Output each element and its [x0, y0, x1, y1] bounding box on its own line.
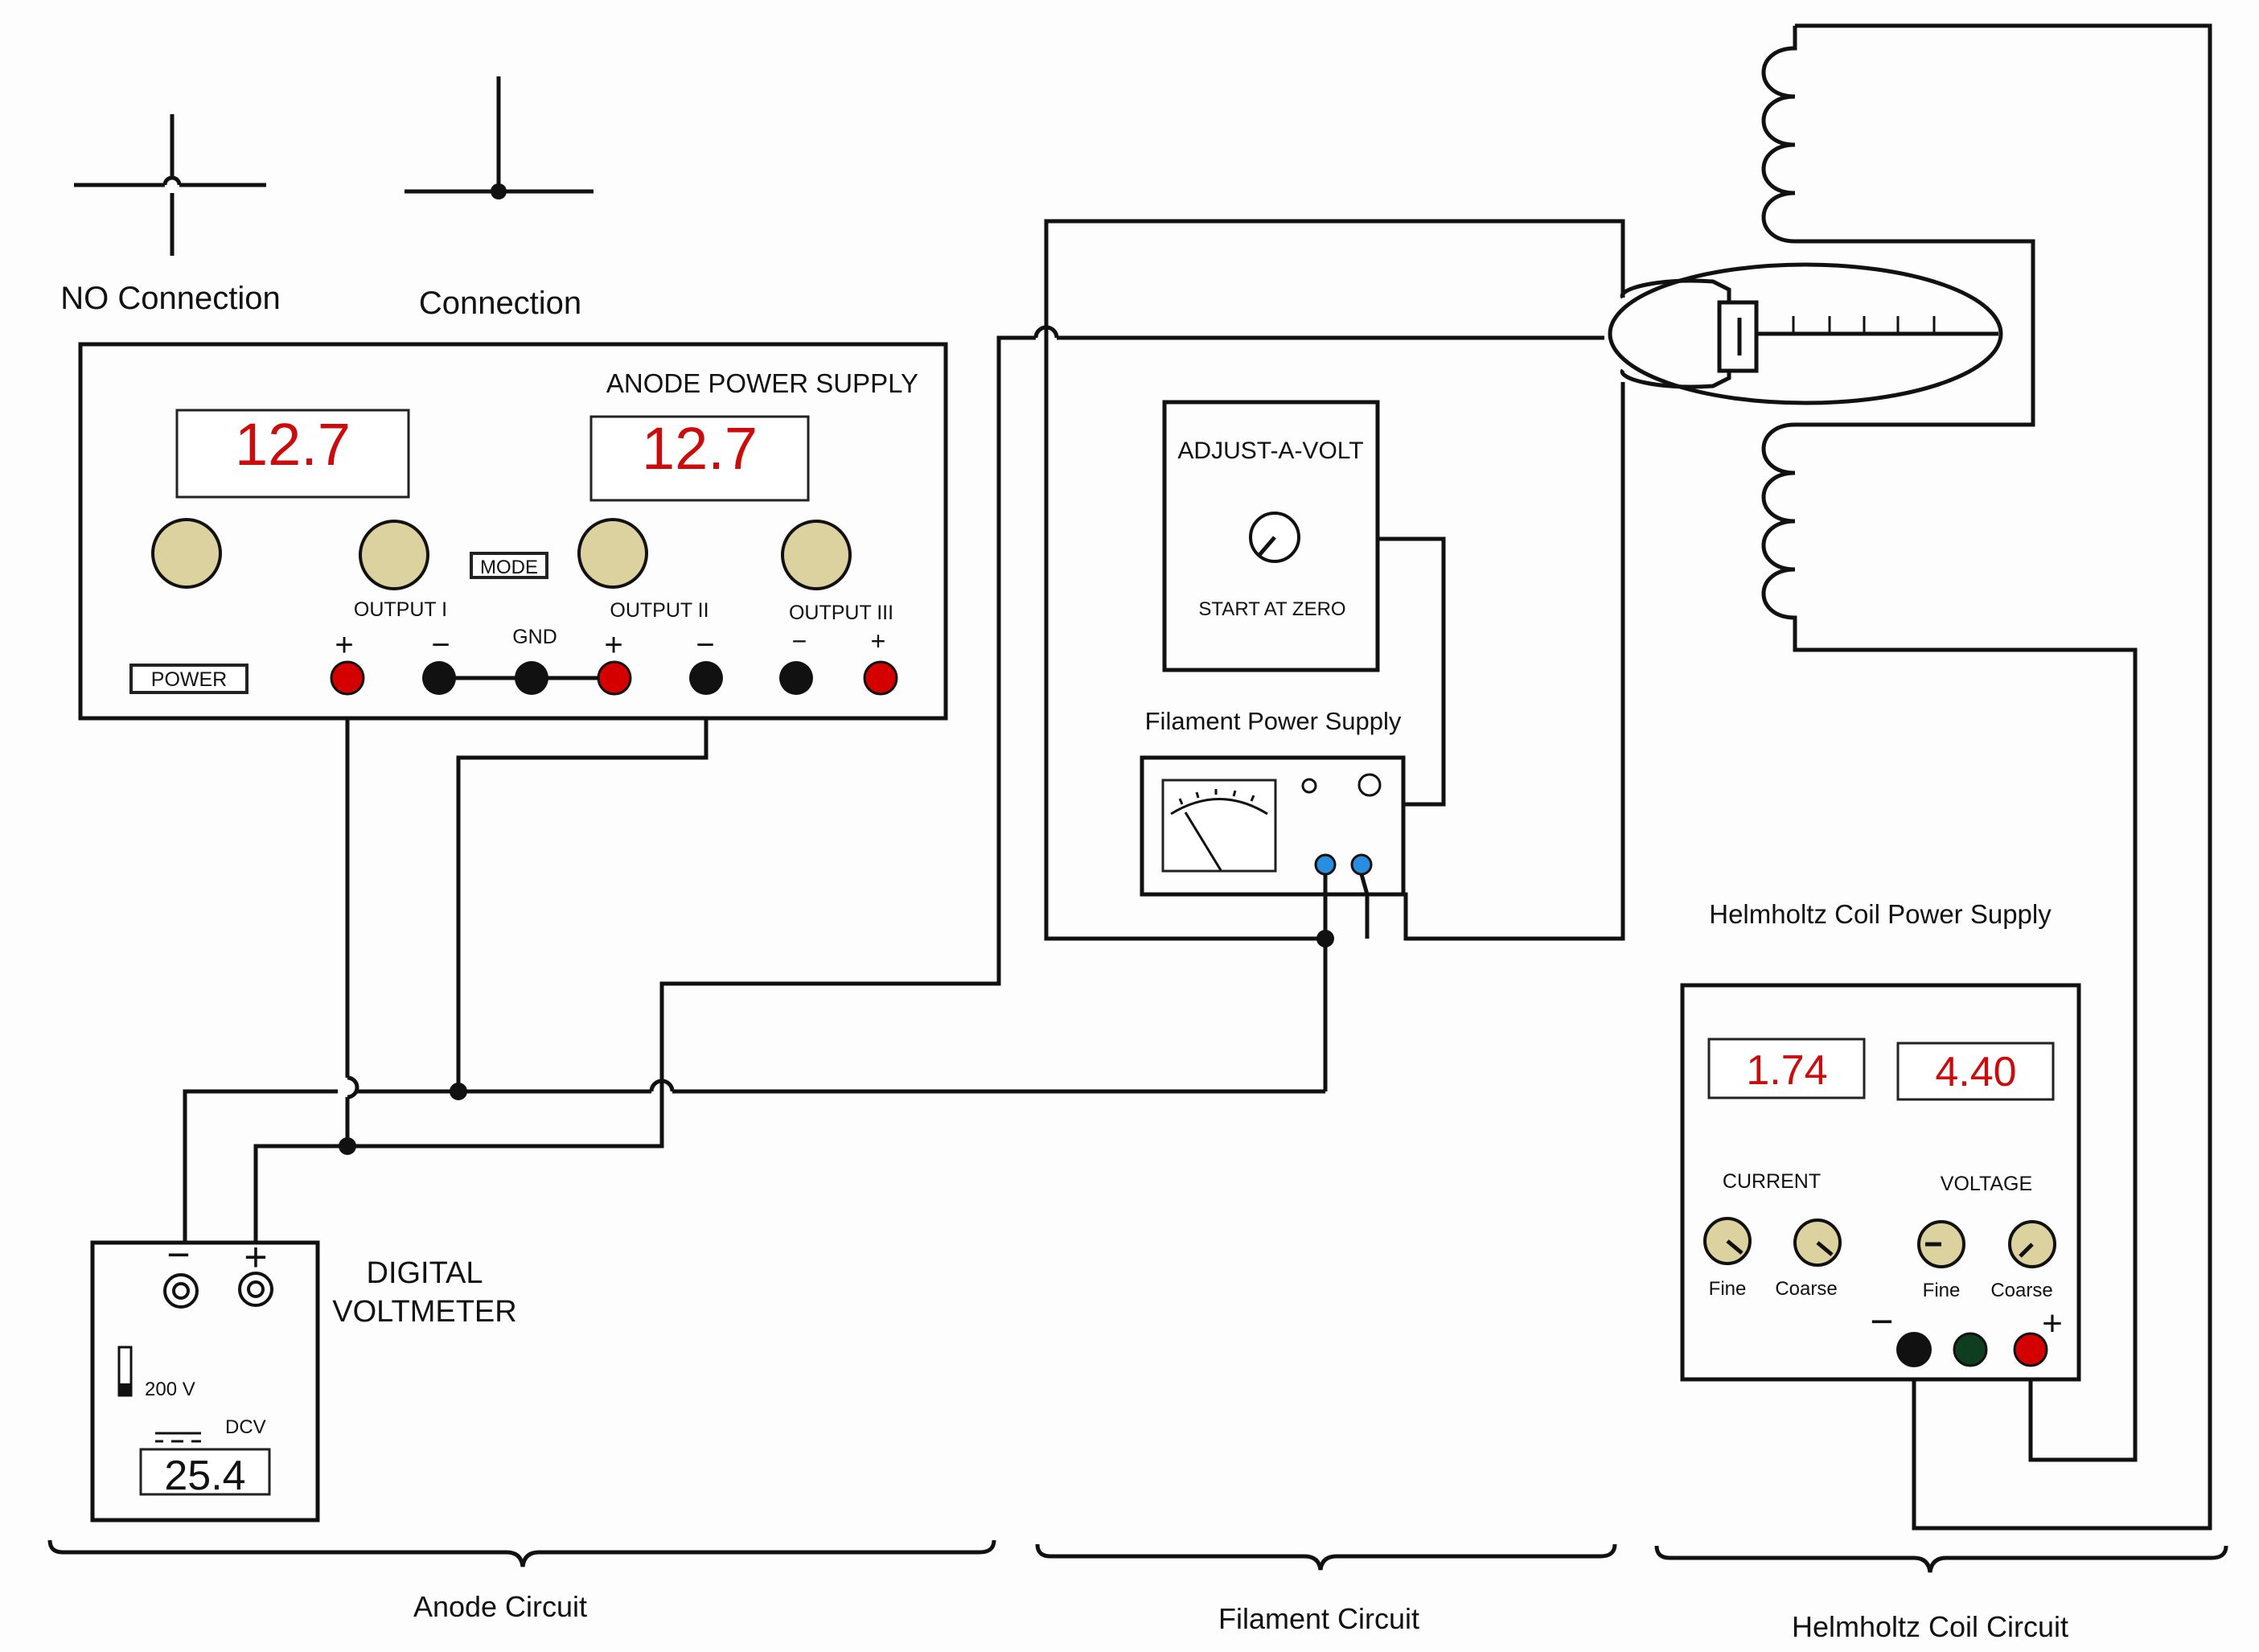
filament-terminal-left[interactable]: [1314, 853, 1337, 876]
current-fine-label: Fine: [1709, 1278, 1747, 1300]
output-1-minus-terminal[interactable]: [422, 661, 456, 695]
voltmeter-title-line2: VOLTMETER: [332, 1295, 516, 1329]
helmholtz-supply-title: Helmholtz Coil Power Supply: [1709, 899, 2052, 929]
junction-dot: [339, 1137, 356, 1155]
electron-tube: [1608, 262, 2003, 405]
anode-supply-title: ANODE POWER SUPPLY: [606, 368, 918, 398]
anode-circuit-brace: [47, 1539, 996, 1568]
helmholtz-circuit-brace: [1654, 1545, 2228, 1573]
filament-circuit-brace: [1035, 1543, 1617, 1571]
gnd-terminal[interactable]: [515, 661, 548, 695]
voltmeter-title-line1: DIGITAL: [367, 1256, 483, 1290]
voltage-display-value: 4.40: [1935, 1049, 2016, 1095]
filament-terminal-right[interactable]: [1350, 853, 1373, 876]
voltage-fine-label: Fine: [1923, 1280, 1961, 1301]
adjust-a-volt-subtitle: START AT ZERO: [1198, 598, 1345, 620]
current-display: [1707, 1038, 1866, 1099]
output-2-minus-terminal[interactable]: [689, 661, 723, 695]
current-label: CURRENT: [1723, 1170, 1821, 1193]
output-3-plus: +: [871, 627, 886, 655]
power-knob[interactable]: [151, 518, 222, 589]
anode-circuit-label: Anode Circuit: [413, 1590, 587, 1623]
voltage-coarse-label: Coarse: [1990, 1280, 2052, 1301]
anode-display-1: [175, 409, 410, 499]
meter-needle: [1184, 812, 1222, 871]
voltmeter-minus-sign: −: [166, 1232, 190, 1277]
legend-no-connection: NO Connection: [60, 114, 281, 316]
legend-connection: Connection: [405, 76, 594, 321]
mode-label: MODE: [480, 557, 538, 578]
helmholtz-minus-terminal[interactable]: [1896, 1332, 1932, 1367]
output-2-label: OUTPUT II: [610, 599, 709, 622]
wiring: [183, 23, 2212, 1531]
output-3-knob[interactable]: [781, 520, 852, 590]
voltmeter-display: [139, 1448, 271, 1496]
helmholtz-ground-terminal[interactable]: [1953, 1332, 1988, 1367]
current-display-value: 1.74: [1746, 1047, 1827, 1094]
anode-display-2-value: 12.7: [642, 415, 758, 482]
junction-dot: [491, 183, 507, 199]
helmholtz-power-supply: Helmholtz Coil Power Supply 1.74 4.40 CU…: [1680, 899, 2081, 1382]
output-1-knob[interactable]: [359, 520, 429, 590]
helmholtz-minus-sign: −: [1870, 1299, 1893, 1344]
filament-circuit-label: Filament Circuit: [1218, 1602, 1419, 1635]
output-3-label: OUTPUT III: [789, 602, 893, 624]
digital-voltmeter: − + 200 V DCV 25.4: [90, 1232, 320, 1523]
filament-power-supply: Filament Power Supply: [1140, 707, 1406, 897]
output-1-plus: +: [335, 627, 353, 663]
helmholtz-coil-lower: [1761, 422, 1827, 652]
output-2-knob[interactable]: [577, 518, 648, 589]
voltmeter-range: 200 V: [145, 1379, 195, 1400]
anode-display-2: [589, 415, 810, 502]
filament-supply-title: Filament Power Supply: [1145, 707, 1402, 735]
voltmeter-mode: DCV: [225, 1416, 266, 1438]
helmholtz-coil-upper: [1761, 26, 1827, 244]
junction-dot: [1316, 930, 1334, 947]
filament-switch[interactable]: [1357, 773, 1382, 797]
anode-display-1-value: 12.7: [235, 411, 351, 478]
voltage-label: VOLTAGE: [1941, 1173, 2032, 1195]
current-coarse-label: Coarse: [1775, 1278, 1837, 1300]
voltmeter-reading: 25.4: [164, 1453, 245, 1499]
output-3-minus: −: [792, 627, 807, 655]
power-label: POWER: [151, 668, 227, 691]
adjust-a-volt: ADJUST-A-VOLT START AT ZERO: [1162, 400, 1380, 672]
adjust-a-volt-title: ADJUST-A-VOLT: [1177, 438, 1363, 464]
helmholtz-plus-terminal[interactable]: [2013, 1332, 2048, 1367]
no-connection-label: NO Connection: [60, 281, 280, 316]
output-3-plus-terminal[interactable]: [863, 660, 898, 696]
voltage-display: [1896, 1042, 2055, 1101]
output-1-plus-terminal[interactable]: [330, 660, 365, 696]
output-1-minus: −: [431, 627, 450, 663]
output-3-minus-terminal[interactable]: [779, 661, 813, 695]
power-button[interactable]: [129, 664, 248, 694]
output-2-minus: −: [696, 627, 714, 663]
helmholtz-circuit-label: Helmholtz Coil Circuit: [1792, 1610, 2068, 1643]
output-2-plus: +: [604, 627, 622, 663]
anode-power-supply: ANODE POWER SUPPLY 12.7 12.7 MODE OUTPUT…: [78, 342, 948, 721]
output-1-label: OUTPUT I: [354, 598, 447, 621]
gnd-label: GND: [512, 626, 557, 648]
output-2-plus-terminal[interactable]: [597, 660, 632, 696]
helmholtz-plus-sign: +: [2042, 1304, 2063, 1343]
connection-label: Connection: [419, 286, 581, 321]
filament-meter: [1161, 779, 1277, 873]
filament-indicator: [1301, 778, 1317, 794]
mode-button[interactable]: [470, 552, 548, 579]
junction-dot: [450, 1083, 467, 1100]
